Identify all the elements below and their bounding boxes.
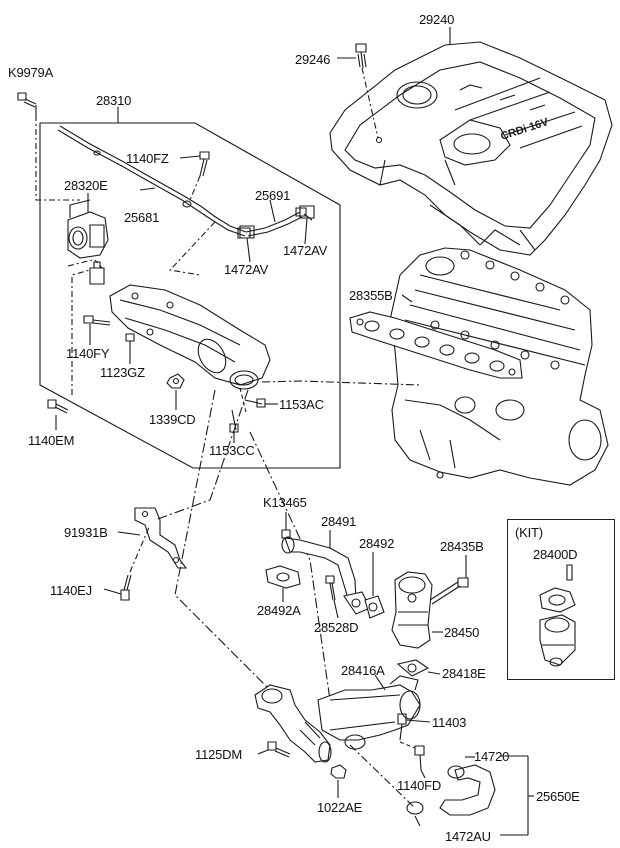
label-1140em: 1140EM	[28, 433, 75, 448]
label-25681: 25681	[124, 210, 160, 225]
leader-1125dm	[258, 750, 268, 754]
kit-egr-valve	[540, 565, 575, 666]
leader-1472au	[415, 816, 420, 826]
bolt-1140em	[48, 400, 68, 413]
label-1123gz: 1123GZ	[100, 365, 145, 380]
leader-11403	[406, 720, 430, 722]
bolt-1140ej	[121, 575, 131, 600]
label-28310: 28310	[96, 93, 132, 108]
screw-1140fz	[200, 152, 209, 176]
nut-1022ae	[331, 765, 346, 778]
clip-1472av	[240, 206, 314, 238]
manifold-gasket	[350, 312, 522, 378]
label-28492a: 28492A	[257, 603, 301, 618]
exhaust-pipe	[255, 685, 331, 762]
leader-28416a	[375, 675, 385, 690]
label-1153ac: 1153AC	[279, 397, 324, 412]
label-25650e: 25650E	[536, 789, 580, 804]
hose-25650e	[440, 765, 495, 815]
gasket-28492a	[266, 566, 300, 588]
gasket-28418e	[398, 660, 428, 676]
leader-28418e	[428, 672, 440, 674]
label-28492: 28492	[359, 536, 395, 551]
label-1472av-left: 1472AV	[224, 262, 269, 277]
intake-manifold	[110, 285, 270, 389]
label-1153cc: 1153CC	[209, 443, 255, 458]
label-28416a: 28416A	[341, 663, 385, 678]
gasket-28492	[365, 596, 384, 618]
label-k13465: K13465	[263, 495, 307, 510]
leader-k9979a-dash	[36, 115, 80, 200]
egr-cooler-28416a	[318, 676, 420, 749]
intake-manifold-box	[40, 123, 340, 468]
leader-1140ej-dash	[130, 525, 150, 572]
leader-29246	[362, 68, 378, 138]
kit-box	[507, 519, 615, 680]
label-1472au: 1472AU	[445, 829, 491, 844]
leader-28355b	[402, 295, 412, 302]
tube-25681	[58, 126, 312, 238]
label-28528d: 28528D	[314, 620, 359, 635]
guide-dash-hose	[350, 745, 415, 808]
bolt-1125dm	[268, 742, 290, 757]
bolt-11403	[398, 714, 406, 740]
label-1140fz: 1140FZ	[126, 151, 169, 166]
engine-cover	[330, 42, 612, 255]
bolt-29246	[356, 44, 366, 68]
label-1125dm: 1125DM	[195, 747, 242, 762]
leader-tube-dash	[170, 222, 215, 275]
guide-dash-1	[175, 390, 270, 690]
leader-25681	[140, 188, 155, 190]
label-1140fy: 1140FY	[66, 346, 110, 361]
label-1140fd: 1140FD	[397, 778, 442, 793]
label-28418e: 28418E	[442, 666, 486, 681]
label-14720: 14720	[474, 749, 510, 764]
bolt-28528d	[326, 576, 335, 600]
label-28320e: 28320E	[64, 178, 108, 193]
label-kit: (KIT)	[515, 525, 543, 540]
leader-1140em-dash	[72, 270, 90, 395]
label-1022ae: 1022AE	[317, 800, 363, 815]
label-91931b: 91931B	[64, 525, 108, 540]
label-k9979a: K9979A	[8, 65, 54, 80]
leader-91931b	[118, 532, 140, 535]
guide-dash-2	[155, 390, 248, 520]
leader-1140fz-dash	[190, 176, 200, 200]
stud-1153ac	[245, 399, 265, 407]
screw-k9979a	[18, 93, 36, 107]
label-25691: 25691	[255, 188, 291, 203]
nut-1339cd	[167, 374, 184, 388]
label-28450: 28450	[444, 625, 480, 640]
bracket-91931b	[135, 508, 186, 568]
label-1339cd: 1339CD	[149, 412, 196, 427]
bolt-28435b	[430, 578, 468, 604]
leader-1472av-a	[305, 218, 307, 244]
guide-dash-3	[250, 432, 330, 700]
leader-1140fz	[180, 156, 200, 158]
label-1472av-right: 1472AV	[283, 243, 328, 258]
leader-1472av-b	[247, 238, 250, 262]
bolt-1123gz	[126, 334, 134, 356]
leader-manifold-engine	[262, 381, 420, 385]
egr-valve-28450	[392, 572, 432, 648]
label-1140ej: 1140EJ	[50, 583, 92, 598]
bolt-1140fd	[415, 746, 424, 770]
leader-25691	[270, 200, 275, 222]
label-28491: 28491	[321, 514, 357, 529]
label-11403: 11403	[432, 715, 467, 730]
label-29246: 29246	[295, 52, 331, 67]
hose-clamps	[407, 766, 464, 814]
leader-28528d	[334, 600, 338, 618]
label-28400d: 28400D	[533, 547, 578, 562]
label-28355b: 28355B	[349, 288, 393, 303]
label-29240: 29240	[419, 12, 455, 27]
leader-1140ej	[104, 589, 121, 594]
leader-1140fd	[421, 770, 425, 778]
label-28435b: 28435B	[440, 539, 484, 554]
sensor	[90, 262, 104, 284]
screw-1140fy	[84, 316, 110, 325]
throttle-body	[68, 200, 108, 258]
